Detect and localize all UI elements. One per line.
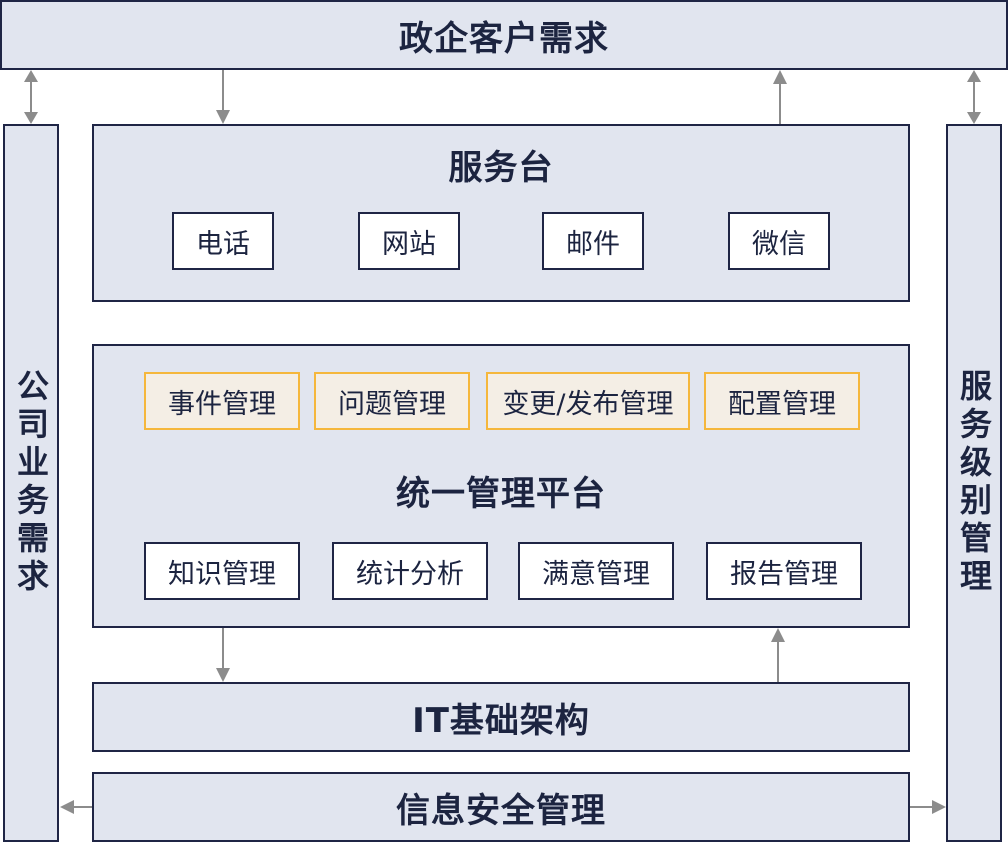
- support-knowledge: 知识管理: [144, 542, 300, 600]
- process-incident: 事件管理: [144, 372, 300, 430]
- channel-wechat: 微信: [728, 212, 830, 270]
- process-configuration: 配置管理: [704, 372, 860, 430]
- platform-title: 统一管理平台: [396, 474, 606, 514]
- process-problem: 问题管理: [314, 372, 470, 430]
- it-infrastructure-title: IT基础架构: [412, 700, 590, 741]
- service-level-title: 服务级别管理: [955, 369, 993, 597]
- it-infrastructure-bar: IT基础架构: [92, 682, 910, 752]
- service-desk-title: 服务台: [448, 148, 554, 188]
- security-title: 信息安全管理: [396, 790, 606, 831]
- channel-email: 邮件: [542, 212, 644, 270]
- security-bar: 信息安全管理: [92, 772, 910, 842]
- arrowhead-left-down: [24, 112, 38, 124]
- arrowhead-right-down: [967, 112, 981, 124]
- arrowhead-right-up: [967, 70, 981, 82]
- service-level-column: 服务级别管理: [946, 124, 1002, 842]
- channel-phone: 电话: [172, 212, 274, 270]
- support-statistics: 统计分析: [332, 542, 488, 600]
- process-change-release: 变更/发布管理: [486, 372, 690, 430]
- support-report: 报告管理: [706, 542, 862, 600]
- support-satisfaction: 满意管理: [518, 542, 674, 600]
- channel-website: 网站: [358, 212, 460, 270]
- arrowhead-platform-to-infra: [216, 668, 230, 682]
- arrowhead-security-to-left: [60, 800, 74, 814]
- customer-demand-banner: 政企客户需求: [0, 0, 1008, 70]
- arrowhead-demand-to-desk: [216, 110, 230, 124]
- arrowhead-desk-to-demand: [773, 70, 787, 84]
- arrowhead-security-to-right: [932, 800, 946, 814]
- arrowhead-infra-to-platform: [771, 628, 785, 642]
- business-demand-title: 公司业务需求: [12, 369, 50, 597]
- customer-demand-title: 政企客户需求: [399, 18, 609, 59]
- arrowhead-left-up: [24, 70, 38, 82]
- business-demand-column: 公司业务需求: [3, 124, 59, 842]
